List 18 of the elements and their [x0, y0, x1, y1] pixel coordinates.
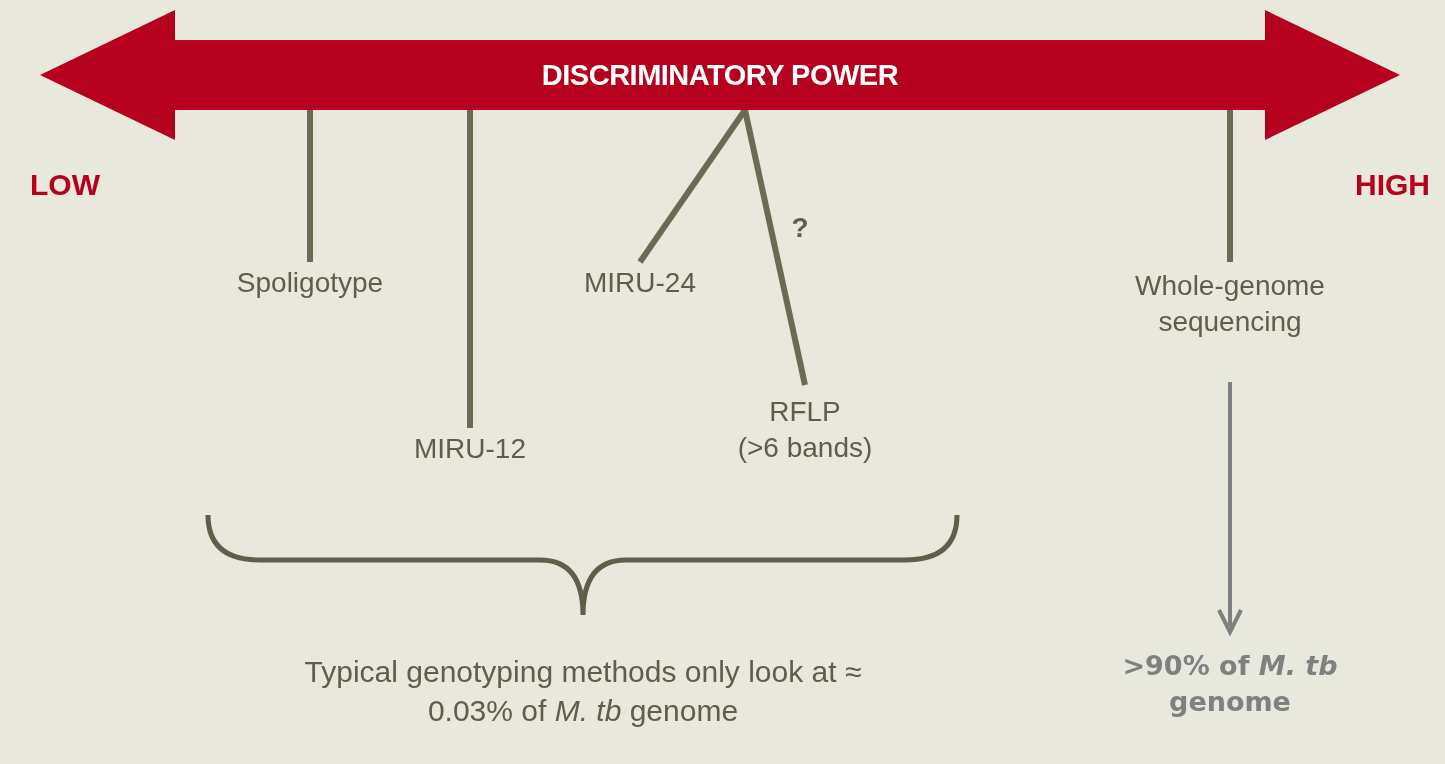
connector-line [467, 110, 473, 428]
method-label: RFLP [769, 394, 841, 429]
method-label: (>6 bands) [737, 431, 873, 465]
scale-end-label: LOW [29, 167, 101, 203]
scale-end-label: HIGH [1354, 167, 1431, 203]
arrow [1217, 382, 1243, 637]
method-label: Whole-genome sequencing [1134, 268, 1326, 339]
method-label: MIRU-12 [414, 431, 526, 466]
connector-line [742, 109, 808, 386]
question-mark: ? [790, 211, 810, 245]
bracket-caption: Typical genotyping methods only look at ≈ 0.03% of M. tb genome [303, 654, 863, 729]
connector-line [1227, 110, 1233, 262]
arrow-title: DISCRIMINATORY POWER [541, 58, 899, 92]
connector-line [307, 110, 313, 262]
double-arrow [40, 10, 1400, 140]
method-label: Spoligotype [236, 265, 384, 300]
result-text: >90% of M. tb genome [1121, 648, 1339, 719]
method-label: MIRU-24 [584, 265, 696, 300]
